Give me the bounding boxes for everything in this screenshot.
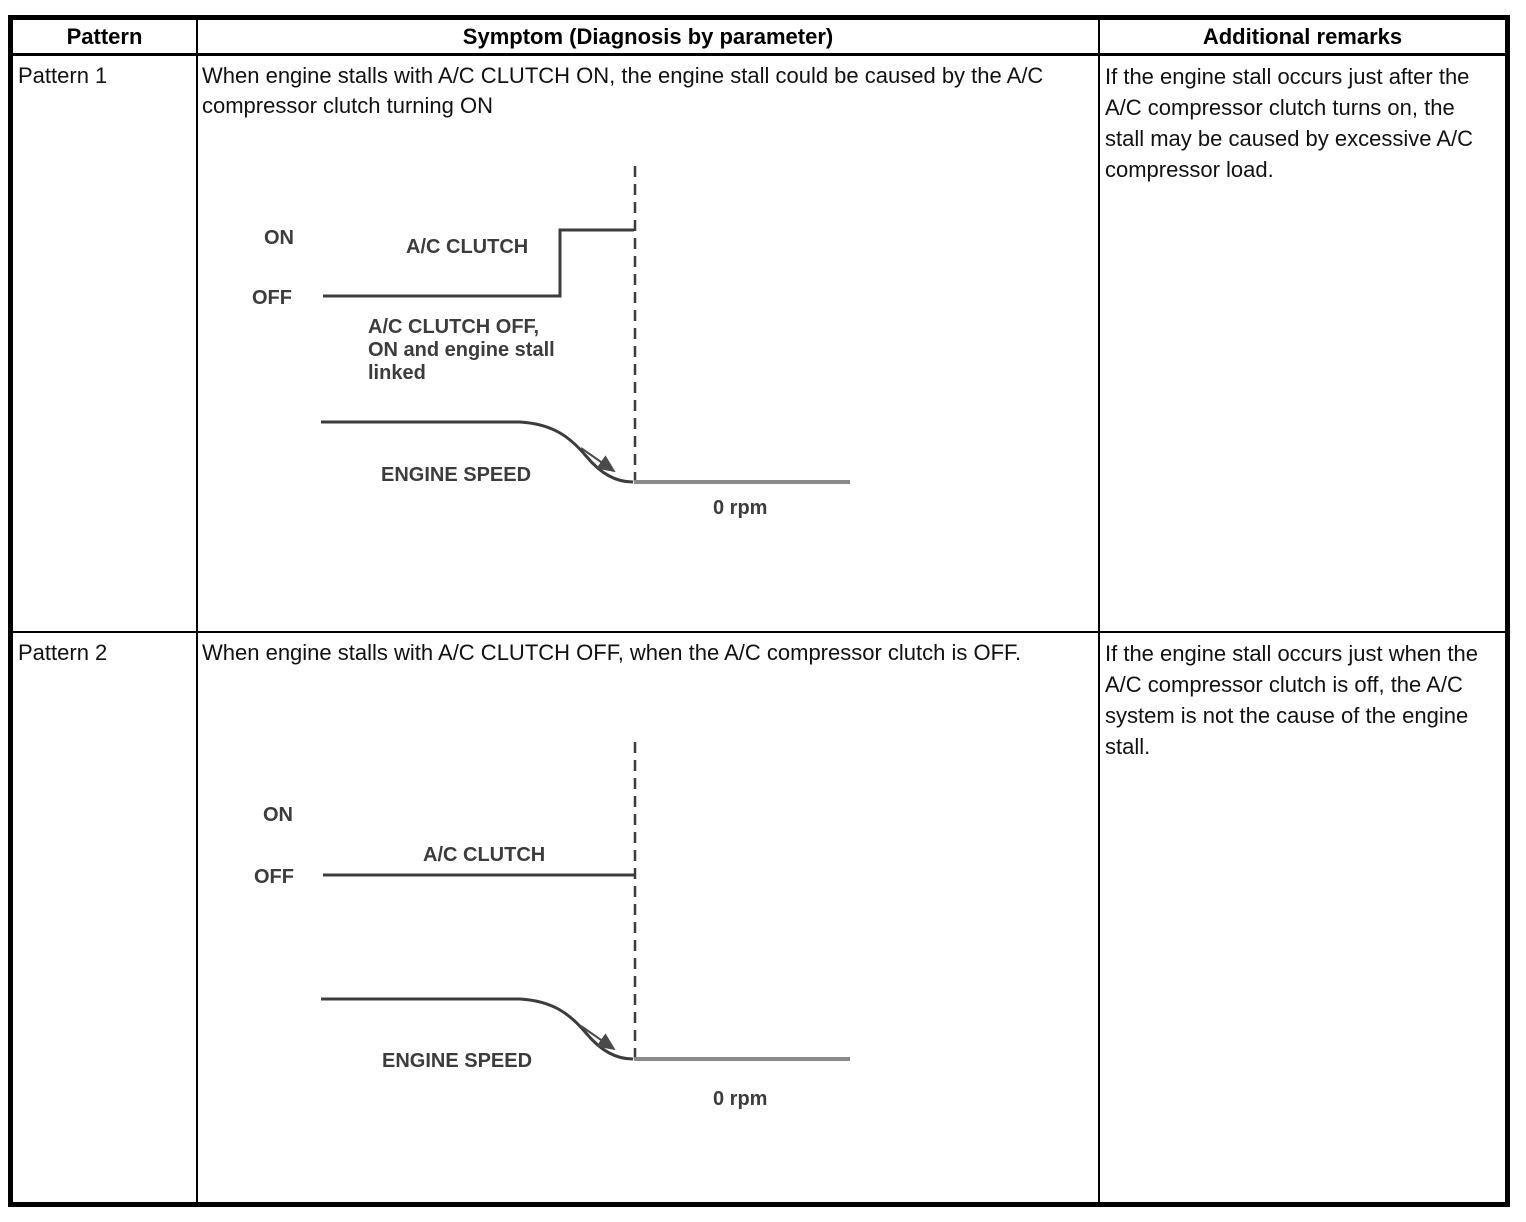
header-remarks: Additional remarks: [1100, 20, 1505, 56]
ac-clutch-label: A/C CLUTCH: [406, 236, 528, 258]
diagnosis-table: Pattern Symptom (Diagnosis by parameter)…: [8, 15, 1510, 1207]
pattern-2-label: Pattern 2: [18, 640, 108, 665]
on-label: ON: [264, 227, 294, 249]
header-symptom: Symptom (Diagnosis by parameter): [198, 20, 1100, 56]
symptom-1-text: When engine stalls with A/C CLUTCH ON, t…: [202, 63, 1044, 118]
engine-speed-waveform: [321, 420, 634, 484]
linked-note-line3: linked: [368, 362, 426, 384]
engine-speed-waveform: [321, 997, 634, 1061]
pattern-1-waveform-diagram: ON OFF A/C CLUTCH A/C CLUTCH OFF, ON and…: [252, 166, 850, 519]
table-row-2-pattern-cell: Pattern 2: [13, 633, 198, 1202]
header-pattern-label: Pattern: [66, 23, 143, 49]
engine-speed-label: ENGINE SPEED: [381, 464, 531, 486]
stall-arrow-icon: [580, 1025, 616, 1051]
off-label: OFF: [254, 866, 294, 888]
off-label: OFF: [252, 287, 292, 309]
engine-speed-label: ENGINE SPEED: [382, 1050, 532, 1072]
stall-arrow-icon: [580, 447, 616, 473]
table-row-1-pattern-cell: Pattern 1: [13, 56, 198, 633]
on-label: ON: [263, 804, 293, 826]
linked-note-line2: ON and engine stall: [368, 339, 555, 361]
table-row-2-remarks-cell: If the engine stall occurs just when the…: [1100, 633, 1505, 1202]
table-row-2-symptom-cell: When engine stalls with A/C CLUTCH OFF, …: [198, 633, 1100, 1202]
symptom-2-text: When engine stalls with A/C CLUTCH OFF, …: [202, 640, 1022, 665]
header-pattern: Pattern: [13, 20, 198, 56]
remarks-2-text: If the engine stall occurs just when the…: [1105, 641, 1478, 759]
linked-note-line1: A/C CLUTCH OFF,: [368, 316, 539, 338]
zero-rpm-label: 0 rpm: [713, 497, 767, 519]
header-symptom-label: Symptom (Diagnosis by parameter): [462, 23, 834, 49]
pattern-2-waveform-diagram: ON OFF A/C CLUTCH ENGINE SPEED 0 rpm: [254, 742, 850, 1110]
ac-clutch-label: A/C CLUTCH: [423, 844, 545, 866]
pattern-1-label: Pattern 1: [18, 63, 108, 88]
zero-rpm-label: 0 rpm: [713, 1088, 767, 1110]
table-row-1-symptom-cell: When engine stalls with A/C CLUTCH ON, t…: [198, 56, 1100, 633]
header-remarks-label: Additional remarks: [1202, 23, 1403, 49]
remarks-1-text: If the engine stall occurs just after th…: [1105, 64, 1474, 182]
table-row-1-remarks-cell: If the engine stall occurs just after th…: [1100, 56, 1505, 633]
ac-clutch-waveform: [323, 228, 634, 298]
